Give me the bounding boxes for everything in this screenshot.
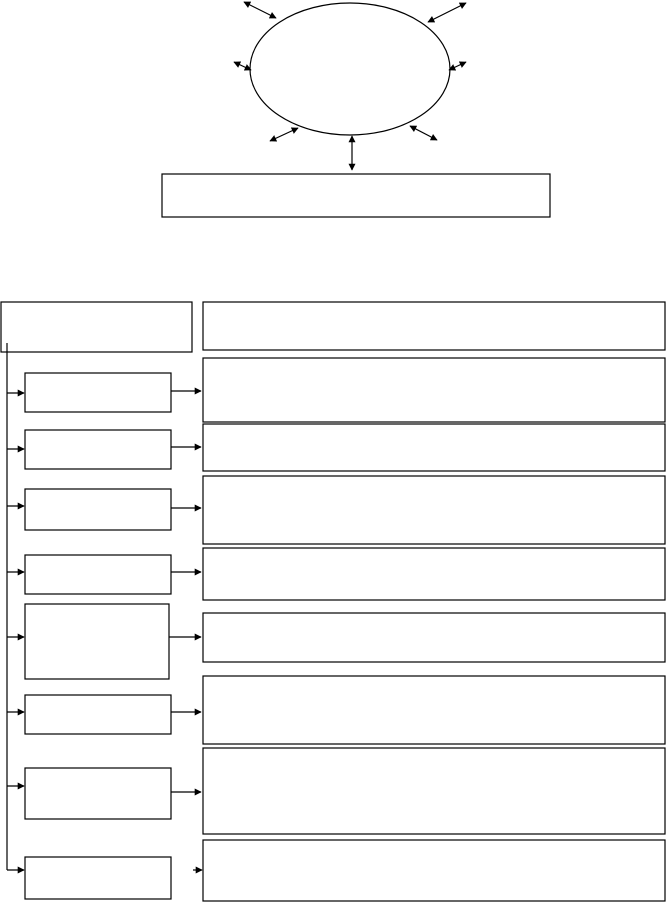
row (7, 839, 666, 902)
row-left-box (24, 429, 172, 470)
row-left-box (24, 554, 172, 595)
radial-arrow-left (233, 61, 252, 71)
row (7, 475, 666, 545)
row (7, 747, 666, 835)
row (7, 675, 666, 745)
row (7, 423, 666, 472)
row (7, 547, 666, 601)
row-left-box (24, 488, 172, 531)
radial-arrow-top-right (427, 2, 467, 23)
header-right-box (202, 301, 666, 351)
radial-arrow-top-left (243, 1, 277, 19)
row-right-box (202, 547, 666, 601)
row-left-box (24, 372, 172, 413)
header-left-box (0, 301, 193, 353)
row (7, 603, 666, 680)
row-left-box (24, 856, 172, 900)
row-left-box (24, 603, 170, 680)
row-right-box (202, 423, 666, 472)
table-header (0, 301, 666, 353)
row-left-box (24, 694, 172, 735)
radial-arrow-bottom-left (269, 127, 299, 142)
row-right-box (202, 475, 666, 545)
top-box (161, 173, 551, 218)
top-cluster (161, 1, 551, 218)
radial-arrow-bottom-right (409, 125, 438, 141)
row-right-box (202, 357, 666, 423)
radial-arrow-right (448, 61, 467, 71)
row-right-box (202, 612, 666, 663)
row-right-box (202, 675, 666, 745)
center-ellipse (249, 2, 451, 136)
row-left-box (24, 767, 172, 820)
row-right-box (202, 839, 666, 902)
row-right-box (202, 747, 666, 835)
row (7, 357, 666, 423)
